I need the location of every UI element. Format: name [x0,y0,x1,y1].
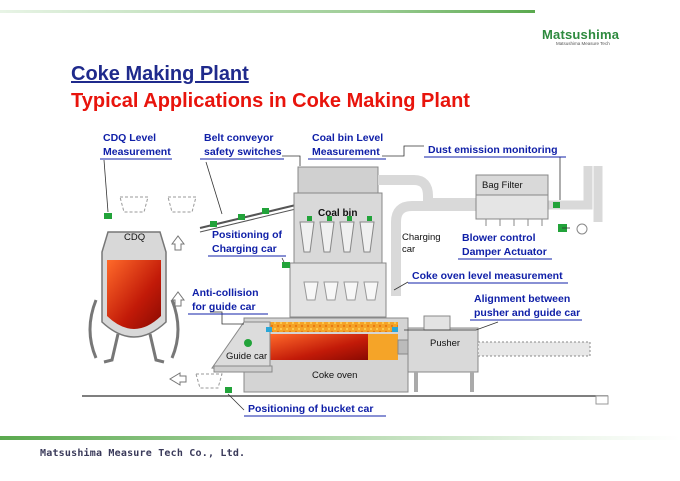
callout-bucket-car: Positioning of bucket car [248,403,373,415]
callout-belt-conveyor: Belt conveyor [204,132,273,144]
callout-coal-bin-level-2: Measurement [312,146,380,158]
callout-coal-bin-level: Coal bin Level [312,132,383,144]
callout-anti-collision: Anti-collision [192,287,259,299]
coal-bin-label: Coal bin [318,208,357,219]
callout-blower-control: Blower control [462,232,536,244]
callout-damper-actuator: Damper Actuator [462,246,547,258]
cdq-level-sensor [104,213,112,219]
callout-leaders [103,145,570,411]
callout-alignment: Alignment between [474,293,570,305]
charging-car-label: Charging [402,232,441,243]
coal-bin-tower [289,166,387,318]
callout-positioning-charging-car: Positioning of [212,229,282,241]
cdq-label: CDQ [124,232,145,243]
dust-duct [378,166,603,296]
pusher-machine [407,315,609,405]
lift-arrows [169,235,187,386]
pusher-label: Pusher [430,338,460,349]
bag-filter [475,174,549,226]
dust-sensor [553,202,560,208]
callout-coke-oven-level: Coke oven level measurement [412,270,563,282]
coke-oven-label: Coke oven [312,370,357,381]
bag-filter-label: Bag Filter [482,180,523,191]
guide-car [211,321,273,373]
company-logo: Matsushima Matsushima Measure Tech [542,27,619,46]
callout-cdq-level-2: Measurement [103,146,171,158]
guide-car-label: Guide car [226,351,267,362]
header-accent-bar [0,10,535,13]
belt-conveyor [199,203,301,233]
alignment-reflector [266,327,272,332]
callout-positioning-charging-car-2: Charging car [212,243,277,255]
blower-damper [576,223,588,235]
footer-accent-bar [0,436,680,440]
logo-subtext: Matsushima Measure Tech [556,41,610,46]
cdq-vessel [88,231,180,364]
callout-dust-emission: Dust emission monitoring [428,144,558,156]
footer-company: Matsushima Measure Tech Co., Ltd. [40,448,246,459]
charging-car-label-2: car [402,244,415,255]
page-title: Coke Making Plant [71,63,249,85]
bucket-car-sensor [225,387,232,393]
charging-car-sensor [282,262,290,268]
page-subtitle: Typical Applications in Coke Making Plan… [71,90,470,112]
logo-text: Matsushima [542,27,620,42]
callout-anti-collision-2: for guide car [192,301,256,313]
callout-alignment-2: pusher and guide car [474,307,580,319]
cdq-buckets [119,196,223,389]
alignment-sensor [392,327,398,332]
callout-belt-conveyor-2: safety switches [204,146,282,158]
callout-cdq-level: CDQ Level [103,132,156,144]
